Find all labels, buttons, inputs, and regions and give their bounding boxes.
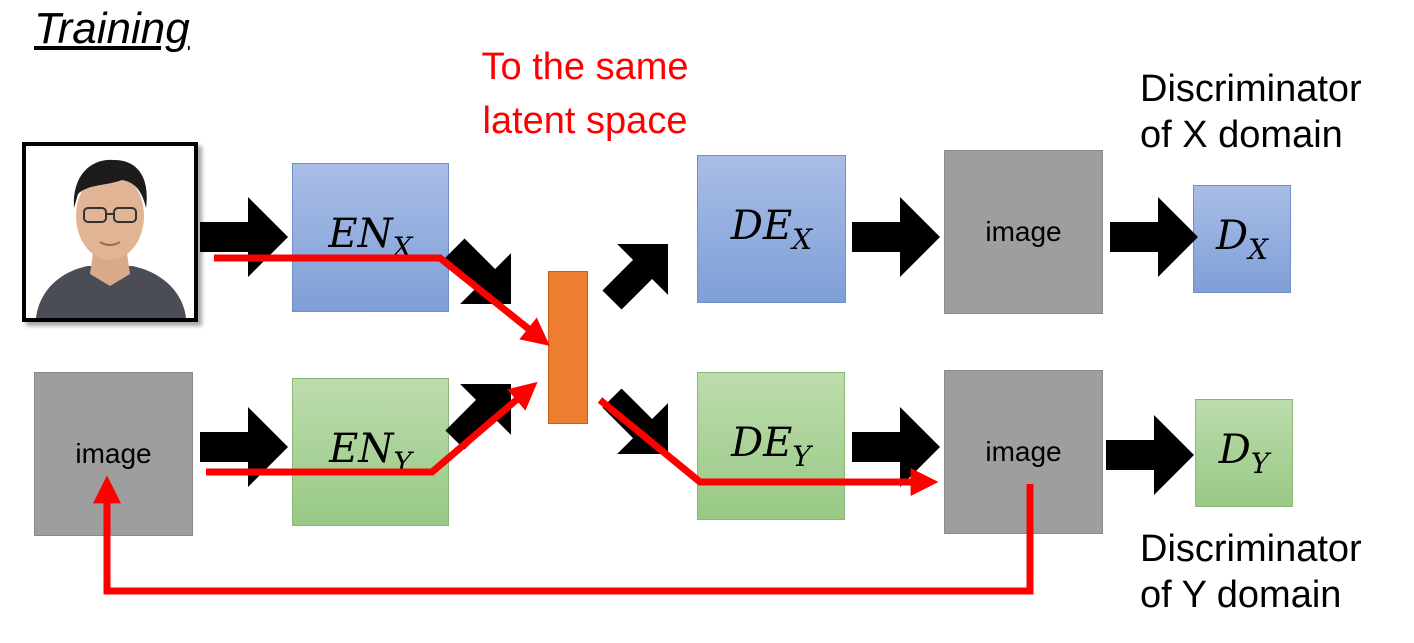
generated-image-x-label: image (985, 216, 1062, 247)
decoder-y-label: DEY (731, 420, 811, 473)
discriminator-y-block: DY (1195, 399, 1293, 507)
generated-image-y-label: image (985, 436, 1062, 467)
decoder-x-name: DE (730, 202, 793, 249)
latent-space-note: To the same latent space (440, 40, 730, 148)
decoder-x-label: DEX (731, 203, 812, 256)
block-arrow-photo-to-encoder-x (200, 197, 288, 277)
red-arrow-encoder-x-to-latent (214, 254, 550, 346)
discriminator-y-name: D (1218, 426, 1251, 473)
encoder-y-block: ENY (292, 378, 449, 526)
discriminator-y-caption: Discriminator of Y domain (1140, 526, 1362, 618)
generated-image-y: image (944, 370, 1103, 534)
generated-image-x: image (944, 150, 1103, 314)
decoder-x-block: DEX (697, 155, 846, 303)
discriminator-x-label: DX (1216, 213, 1268, 266)
discriminator-y-subscript: Y (1250, 446, 1270, 480)
latent-space-note-line-1: To the same (481, 46, 689, 88)
discriminator-y-label: DY (1219, 427, 1270, 480)
decoder-y-block: DEY (697, 372, 845, 520)
block-arrow-decoder-x-to-image (852, 197, 940, 277)
encoder-y-name: EN (329, 425, 394, 472)
encoder-x-block: ENX (292, 163, 449, 312)
encoder-x-name: EN (328, 211, 393, 257)
input-image-y-label: image (75, 438, 152, 469)
red-arrow-encoder-y-to-latent (206, 381, 538, 476)
block-arrow-encoder-x-to-latent (429, 222, 537, 330)
decoder-x-subscript: X (792, 222, 813, 256)
input-face-photo (22, 142, 198, 322)
block-arrow-decoder-y-to-image (852, 407, 940, 487)
block-arrows (200, 197, 1198, 495)
discriminator-x-caption-line-2: of X domain (1140, 114, 1343, 156)
discriminator-y-caption-line-1: Discriminator (1140, 528, 1362, 570)
block-arrow-image-to-discriminator-y (1106, 415, 1194, 495)
discriminator-x-caption: Discriminator of X domain (1140, 66, 1362, 158)
discriminator-x-block: DX (1193, 185, 1291, 293)
discriminator-y-caption-line-2: of Y domain (1140, 574, 1342, 616)
input-image-y: image (34, 372, 193, 536)
discriminator-x-subscript: X (1248, 232, 1268, 266)
discriminator-x-name: D (1215, 212, 1249, 259)
red-arrow-cycle-back-to-input (93, 475, 1034, 595)
face-portrait-icon (26, 146, 194, 318)
decoder-y-name: DE (731, 419, 793, 466)
decoder-y-subscript: Y (792, 439, 811, 473)
latent-vector (548, 271, 588, 424)
red-flow-arrows (93, 254, 1034, 595)
latent-space-note-line-2: latent space (482, 100, 688, 142)
block-arrow-encoder-y-to-latent (429, 358, 537, 466)
red-arrow-latent-to-generated-y (597, 397, 939, 496)
block-arrow-latent-to-decoder-x (586, 218, 694, 326)
block-arrow-image-to-discriminator-x (1110, 197, 1198, 277)
discriminator-x-caption-line-1: Discriminator (1140, 68, 1362, 110)
page-title: Training (34, 4, 190, 53)
